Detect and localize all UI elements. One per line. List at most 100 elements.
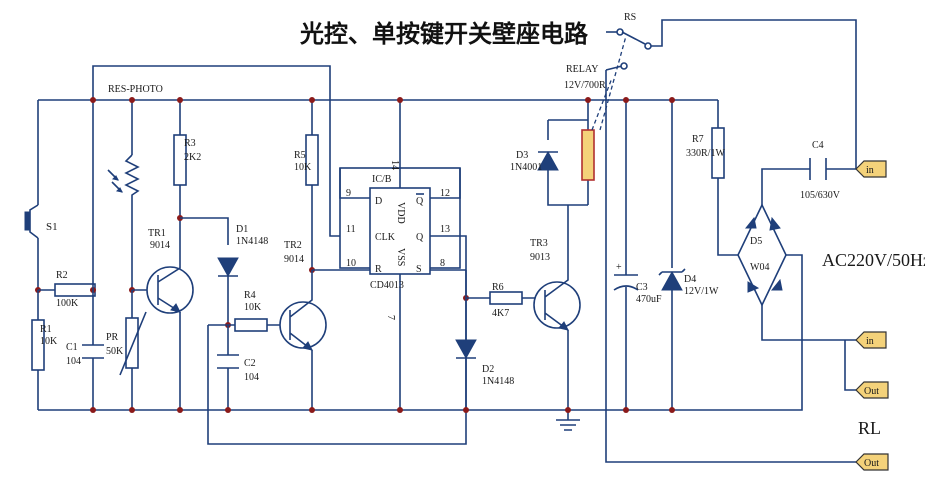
ic-d-pin: D: [375, 196, 382, 207]
ic-qbar-pin: Q: [416, 196, 424, 207]
res-photo-label: RES-PHOTO: [108, 84, 163, 95]
terminal-out-top: Out: [855, 381, 889, 399]
r5-resistor: [305, 134, 319, 186]
tr3-transistor: [533, 205, 581, 331]
ic-cd4013: [369, 187, 431, 275]
d2-value: 1N4148: [482, 376, 514, 387]
r4-value: 10K: [244, 302, 262, 313]
rs-label: RS: [624, 12, 636, 23]
r7-value: 330R/1W: [686, 148, 725, 159]
c4-label: C4: [812, 140, 824, 151]
c1-capacitor: [82, 344, 104, 359]
d4-value: 12V/1W: [684, 286, 719, 297]
c2-value: 104: [244, 372, 259, 383]
c4-value: 105/630V: [800, 190, 841, 201]
pin12-label: 12: [440, 188, 450, 199]
c2-label: C2: [244, 358, 256, 369]
ic-vss-pin: VSS: [395, 248, 406, 266]
tr2-transistor: [279, 270, 327, 351]
c1-label: C1: [66, 342, 78, 353]
svg-text:in: in: [866, 336, 874, 347]
r2-value: 100K: [56, 298, 79, 309]
ic-s-pin: S: [416, 264, 422, 275]
svg-text:in: in: [866, 165, 874, 176]
d3-diode: [537, 150, 559, 171]
ic-clk-pin: CLK: [375, 232, 396, 243]
d5-bridge: [737, 203, 787, 307]
terminal-in-bottom: in: [855, 331, 887, 349]
tr1-label: TR1: [148, 228, 166, 239]
pin13-label: 13: [440, 224, 450, 235]
d1-label: D1: [236, 224, 248, 235]
c3-plus: +: [616, 262, 622, 273]
relay-label: RELAY: [566, 64, 598, 75]
r3-value: 2K2: [184, 152, 201, 163]
d5-value: W04: [750, 262, 769, 273]
d1-diode: [217, 257, 239, 278]
svg-text:Out: Out: [864, 458, 879, 469]
r4-label: R4: [244, 290, 256, 301]
r2-resistor: [54, 283, 96, 297]
r1-value: 10K: [40, 336, 58, 347]
pin9-label: 9: [346, 188, 351, 199]
r5-label: R5: [294, 150, 306, 161]
svg-text:Out: Out: [864, 386, 879, 397]
tr3-label: TR3: [530, 238, 548, 249]
tr2-value: 9014: [284, 254, 304, 265]
reset-return-wire: [207, 325, 467, 445]
relay-spec: 12V/700R: [564, 80, 606, 91]
tr1-value: 9014: [150, 240, 170, 251]
ic-r-pin: R: [375, 264, 382, 275]
c3-capacitor: [613, 274, 639, 291]
r5-value: 10K: [294, 162, 312, 173]
d3-label: D3: [516, 150, 528, 161]
tr2-label: TR2: [284, 240, 302, 251]
pr-label: PR: [106, 332, 119, 343]
d5-label: D5: [750, 236, 762, 247]
c2-capacitor: [217, 354, 239, 369]
ground-symbol: [556, 419, 580, 431]
ac-supply-label: AC220V/50Hz: [822, 250, 925, 270]
diagram-title: 光控、单按键开关壁座电路: [299, 20, 589, 48]
c4-capacitor: [809, 158, 827, 180]
s1-pushbutton: [24, 200, 39, 245]
r6-label: R6: [492, 282, 504, 293]
c3-value: 470uF: [636, 294, 662, 305]
pin11-label: 11: [346, 224, 356, 235]
rs-switch: [606, 19, 857, 169]
d1-value: 1N4148: [236, 236, 268, 247]
ic-vdd-pin: VDD: [395, 202, 406, 224]
pin8-label: 8: [440, 258, 445, 269]
pr-potentiometer: [119, 311, 147, 376]
r2-label: R2: [56, 270, 68, 281]
s1-label: S1: [46, 221, 58, 233]
relay-coil: [581, 129, 595, 181]
ic-part-label: CD4013: [370, 280, 404, 291]
pin14-label: 14: [389, 160, 400, 170]
r6-value: 4K7: [492, 308, 509, 319]
pr-value: 50K: [106, 346, 124, 357]
relay-linkage: [591, 77, 613, 131]
pin7-label: 7: [385, 315, 396, 320]
tr1-transistor: [146, 218, 194, 314]
photoresistor: [107, 154, 140, 225]
d4-zener: [658, 268, 686, 291]
rl-label: RL: [858, 418, 881, 438]
pin10-label: 10: [346, 258, 356, 269]
d3-value: 1N4001: [510, 162, 542, 173]
d4-label: D4: [684, 274, 696, 285]
r7-label: R7: [692, 134, 704, 145]
c3-label: C3: [636, 282, 648, 293]
terminal-out-bottom: Out: [855, 453, 889, 471]
tr3-value: 9013: [530, 252, 550, 263]
ic-q-pin: Q: [416, 232, 424, 243]
c1-value: 104: [66, 356, 81, 367]
terminal-in-top: in: [855, 160, 887, 178]
ic-label: IC/B: [372, 174, 392, 185]
r4-resistor: [234, 318, 268, 332]
d2-diode: [455, 339, 477, 360]
d2-label: D2: [482, 364, 494, 375]
r1-label: R1: [40, 324, 52, 335]
r3-label: R3: [184, 138, 196, 149]
